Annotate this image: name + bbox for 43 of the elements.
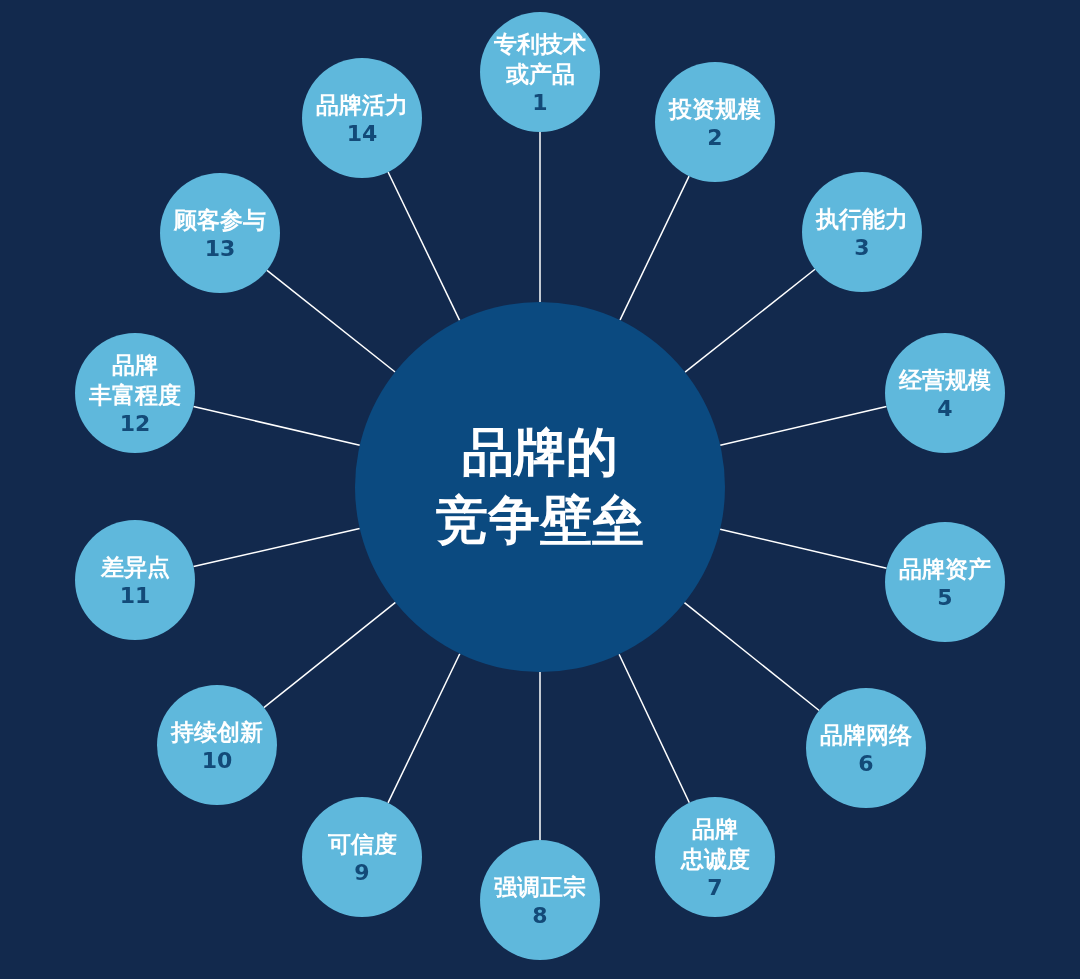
background-numeral: 14 [346,122,378,145]
background-numeral: 8 [532,904,548,927]
factor-label: 差异点 [100,553,170,583]
factor-label: 品牌资产 [899,555,991,585]
background-numeral: 2 [707,126,723,149]
background-numeral: 3 [854,236,870,259]
background-numeral: 7 [707,876,723,899]
background-numeral: 11 [119,584,151,607]
factor-label: 强调正宗 [494,873,586,903]
center-title: 品牌的竞争壁垒 [436,421,644,552]
connector-line [683,601,820,712]
background-numeral: 4 [937,397,953,420]
background-numeral: 10 [201,749,233,772]
factor-label: 品牌忠诚度 [680,815,750,874]
connector-line [192,527,361,568]
factor-label: 经营规模 [899,366,991,396]
factor-label: 品牌活力 [316,91,408,121]
factor-label: 专利技术或产品 [494,30,586,89]
factor-label: 可信度 [327,830,397,860]
connector-line [539,131,541,303]
connector-line [719,405,888,446]
connector-line [539,671,541,841]
factor-label: 顾客参与 [174,206,266,236]
factor-label: 品牌网络 [820,721,912,751]
connector-line [619,175,690,321]
background-numeral: 5 [937,586,953,609]
background-numeral: 13 [204,237,236,260]
background-numeral: 6 [858,752,874,775]
background-numeral: 1 [532,91,548,114]
factor-label: 执行能力 [816,205,908,235]
connector-line [192,405,361,446]
connector-line [719,528,888,570]
background-numeral: 9 [354,861,370,884]
factor-label: 投资规模 [669,95,761,125]
connector-line [387,652,461,804]
factor-label: 持续创新 [171,718,263,748]
connector-line [618,653,691,804]
factor-label: 品牌丰富程度 [89,351,181,410]
background-numeral: 12 [119,412,151,435]
connector-line [387,171,461,322]
connector-line [684,268,816,373]
connector-line [263,601,397,709]
connector-line [266,269,396,373]
